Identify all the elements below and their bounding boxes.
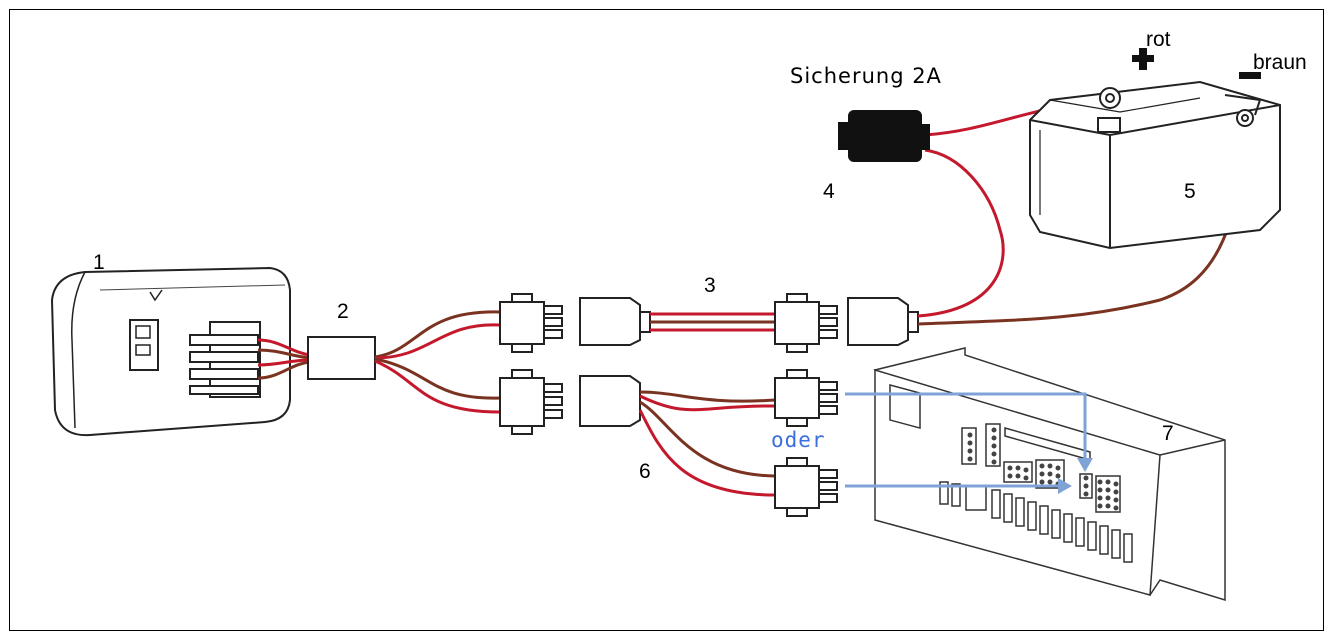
connection-arrows — [845, 392, 1087, 488]
connector-bottom-female-left — [579, 375, 641, 427]
positive-label: rot — [1146, 28, 1171, 51]
connector-top-male-right — [774, 293, 838, 353]
wires-device-to-splitter — [257, 338, 311, 380]
negative-label: braun — [1253, 51, 1307, 74]
callout-6: 6 — [639, 460, 651, 483]
connector-top-female-left — [579, 297, 651, 346]
positive-symbol — [1132, 48, 1154, 70]
callout-2: 2 — [337, 300, 349, 323]
connector-option-a — [774, 369, 838, 427]
callout-1: 1 — [93, 251, 105, 274]
diagram-frame — [9, 9, 1324, 631]
or-label: oder — [771, 428, 826, 452]
connector-bottom-male-left — [499, 369, 563, 435]
fuse-holder — [838, 110, 930, 162]
control-unit — [873, 347, 1226, 602]
wires-splitter-to-connectors — [374, 310, 501, 414]
fuse-label: Sicherung 2A — [790, 64, 942, 88]
device-unit — [50, 266, 291, 437]
arrowhead-down — [1077, 458, 1093, 472]
callout-3: 3 — [704, 274, 716, 297]
connector-top-male-left — [499, 293, 563, 353]
splitter-box — [307, 336, 376, 380]
callout-4: 4 — [823, 180, 835, 203]
connector-top-female-right — [847, 297, 919, 346]
connector-option-b — [774, 457, 838, 517]
negative-symbol — [1239, 72, 1261, 79]
battery — [1029, 80, 1281, 250]
callout-7: 7 — [1162, 422, 1174, 445]
arrowhead-right — [1058, 478, 1072, 494]
branch-wires — [638, 390, 776, 497]
extension-cable — [650, 312, 775, 332]
callout-5: 5 — [1184, 180, 1196, 203]
